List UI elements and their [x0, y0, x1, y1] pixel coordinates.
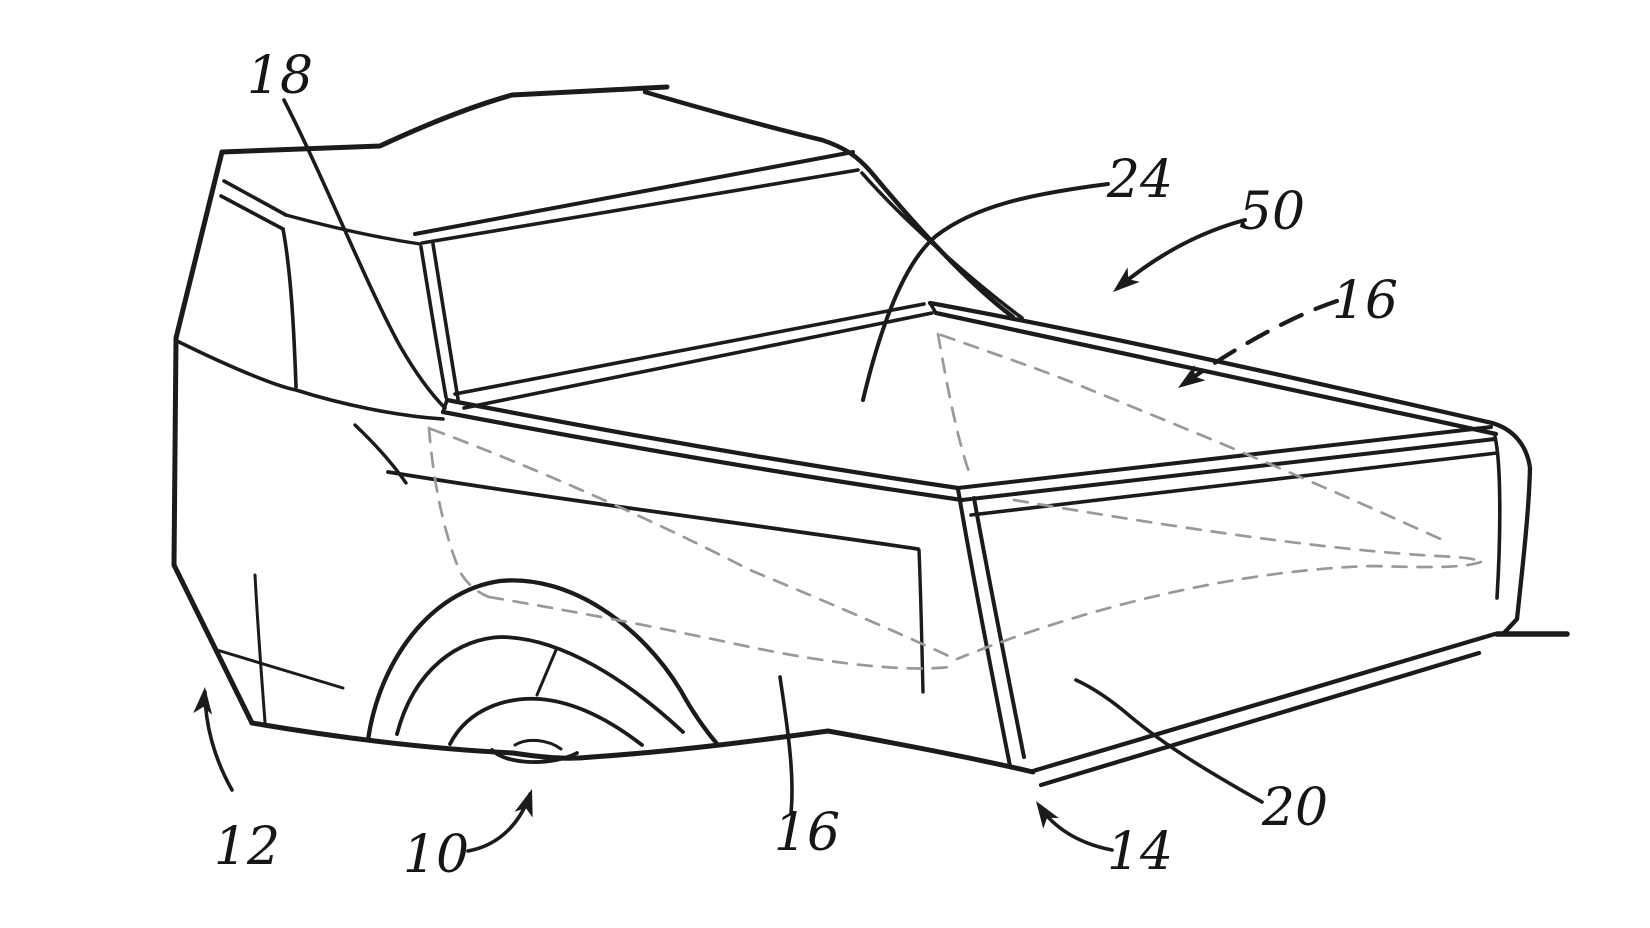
- bumper-edge-a: [1030, 631, 1498, 774]
- bed-rear-rail-1: [956, 425, 1493, 490]
- b-pillar-line-a: [419, 245, 448, 399]
- arrowhead-12: [193, 687, 213, 715]
- leader-18: [282, 98, 447, 410]
- rear-window-top-outer: [413, 150, 855, 236]
- bed-far-rail-upper: [927, 300, 1495, 426]
- cab-belt-line: [175, 339, 445, 421]
- bed-far-rail-cap: [928, 301, 938, 315]
- leader-10-arrow-curve: [466, 792, 532, 853]
- bed-rear-rail-3: [969, 451, 1499, 517]
- corner-right-inner: [1493, 435, 1502, 600]
- side-window-right-edge: [281, 227, 298, 389]
- hidden-front-corner-line: [936, 332, 971, 474]
- leader-20: [1074, 678, 1264, 804]
- cab-left-edge: [171, 149, 255, 726]
- cab-c-pillar-inner: [860, 171, 1024, 320]
- hub-arc: [513, 738, 563, 751]
- rocker-bottom-edge: [249, 720, 1036, 775]
- corner-left-post-inner: [972, 496, 1026, 759]
- bed-left-rail-lower: [440, 409, 965, 503]
- hidden-side-bottom-line: [487, 595, 952, 670]
- fender-arc: [365, 578, 721, 748]
- bed-far-rail-lower: [933, 310, 1499, 437]
- cab-left-inner-edge: [253, 573, 267, 724]
- ref-numeral-50: 50: [1239, 182, 1305, 242]
- cab-drip-line: [284, 213, 422, 246]
- truck-body-lines: [171, 84, 1570, 788]
- b-pillar-line-b: [431, 242, 460, 401]
- bumper-edge-b: [1038, 650, 1482, 788]
- hidden-frame-lines: [427, 332, 1483, 670]
- tire-arc: [448, 696, 644, 747]
- cab-corner-slope-a: [222, 179, 288, 217]
- side-panel-crease: [386, 470, 920, 551]
- wheel-arch-arc: [395, 635, 685, 736]
- ref-numeral-20: 20: [1261, 778, 1328, 838]
- cover-front-edge: [462, 311, 934, 410]
- leader-50-arrow-curve: [1116, 218, 1247, 290]
- rear-window-bottom-edge: [453, 302, 926, 396]
- cab-sill-line: [215, 648, 345, 690]
- arrowhead-10: [514, 789, 533, 818]
- cab-roof-line: [219, 84, 670, 155]
- arrowhead-16-upper: [1178, 364, 1206, 388]
- arrowheads: [193, 267, 1206, 829]
- wheel-spoke-line: [535, 648, 558, 697]
- leader-16-lower: [778, 675, 794, 815]
- ref-numeral-18: 18: [247, 46, 313, 106]
- hidden-side-top-line: [429, 427, 955, 660]
- side-panel-rear-edge: [917, 548, 925, 694]
- hidden-side-left-line: [427, 426, 491, 599]
- ref-numeral-24: 24: [1106, 150, 1173, 210]
- cab-corner-slope-b: [219, 194, 285, 231]
- ref-numeral-16-upper: 16: [1332, 271, 1398, 331]
- cab-corner-lower-edge: [353, 423, 408, 485]
- bed-rear-rail-2: [960, 437, 1497, 502]
- leader-16-upper-dashed: [1185, 298, 1340, 384]
- hidden-tailgate-return-line: [955, 560, 1483, 661]
- arrowhead-50: [1113, 267, 1140, 292]
- ref-numeral-14: 14: [1107, 822, 1173, 882]
- corner-right-outer: [1489, 420, 1533, 636]
- tire-bottom-bulge: [490, 748, 579, 764]
- hidden-far-rail-line: [939, 333, 1447, 543]
- corner-left-post-outer: [956, 487, 1012, 768]
- arrowhead-14: [1036, 801, 1059, 829]
- ref-numeral-16-lower: 16: [774, 803, 840, 863]
- reference-numerals: 18 24 50 16 12 10 16 14 20: [214, 46, 1398, 885]
- leader-lines: [203, 98, 1340, 853]
- hidden-tailgate-top-line: [1012, 498, 1483, 564]
- rear-window-top-inner: [420, 168, 860, 245]
- ref-numeral-10: 10: [403, 825, 469, 885]
- ref-numeral-12: 12: [214, 817, 280, 877]
- leader-24: [861, 182, 1110, 402]
- bed-left-rail-upper: [444, 397, 961, 491]
- cab-roof-right-edge: [642, 89, 1016, 320]
